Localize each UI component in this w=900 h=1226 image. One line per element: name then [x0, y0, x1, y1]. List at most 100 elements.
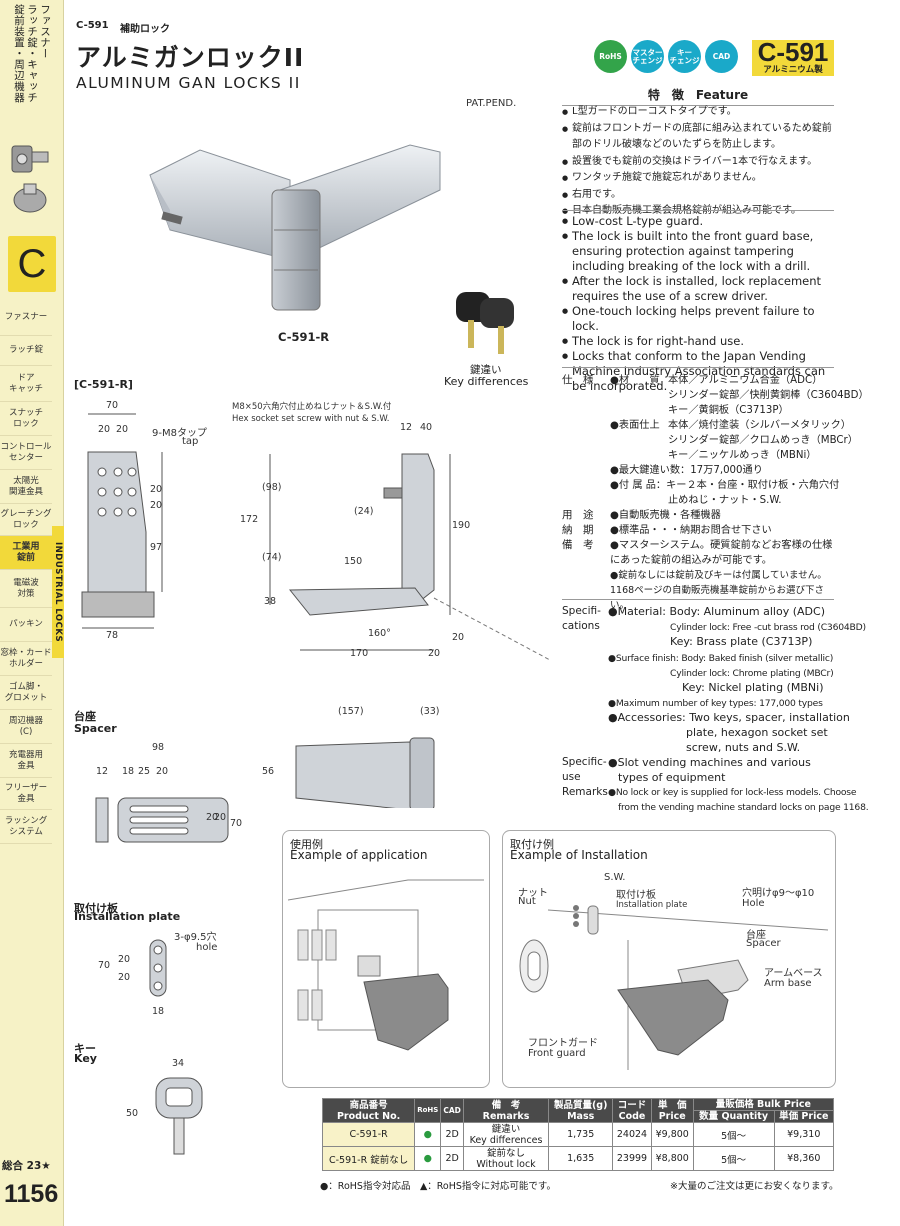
dim-key-34: 34: [172, 1058, 185, 1069]
plate-label-en: Installation plate: [74, 910, 181, 923]
tap-note-en: tap: [182, 436, 199, 447]
sidebar-item[interactable]: 電磁波 対策: [0, 570, 52, 608]
product-photo: [149, 144, 441, 311]
dim-key-50: 50: [126, 1108, 139, 1119]
sidebar-item[interactable]: コントロール センター: [0, 436, 52, 470]
cell-product: C-591-R 錠前なし: [321, 1146, 416, 1171]
spacer-label-en: Spacer: [74, 722, 117, 735]
cell-code: 24024: [612, 1122, 652, 1147]
dim-spacer-12: 12: [96, 766, 109, 777]
feature-item-jp: ワンタッチ施錠で施錠忘れがありません。: [562, 170, 837, 187]
plate-label-jp: 取付け板: [74, 902, 118, 915]
installation-illustration: [519, 905, 829, 1070]
spec-material-title: ●材 質: [610, 375, 660, 386]
key-change-icon: キー チェンジ: [668, 40, 701, 73]
feature-item-en: One-touch locking helps prevent failure …: [562, 304, 840, 334]
section-letter: C: [8, 236, 56, 292]
label-sw: S.W.: [604, 872, 626, 883]
sidebar-item[interactable]: スナッチ ロック: [0, 402, 52, 436]
dim-side-74: (74): [262, 552, 282, 563]
feature-item-jp: L型ガードのローコストタイプです。: [562, 104, 837, 121]
application-title-jp: 使用例: [290, 838, 323, 851]
sidebar-item[interactable]: 窓枠・カード ホルダー: [0, 642, 52, 676]
use-en: ●Slot vending machines and various: [608, 756, 811, 769]
spec-en-accessories: ●Accessories: Two keys, spacer, installa…: [608, 711, 850, 724]
cell-price: ¥9,800: [650, 1122, 694, 1147]
dim-side-40: 40: [420, 422, 433, 433]
cell-cad: 2D: [440, 1122, 464, 1147]
cell-bulk: ¥9,310: [773, 1122, 835, 1147]
spec-en-accessories-2: plate, hexagon socket set: [686, 726, 828, 739]
hex-note-jp: M8×50六角穴付止めねじナット＆S.W.付: [232, 402, 392, 412]
feature-item-en: After the lock is installed, lock replac…: [562, 274, 840, 304]
use-label-jp: 用 途: [562, 509, 594, 521]
sidebar-item[interactable]: ドア キャッチ: [0, 366, 52, 402]
key-drawing: [155, 1077, 203, 1155]
spec-divider-mid: [562, 599, 834, 600]
installation-title-jp: 取付け例: [510, 838, 554, 851]
spec-en-material-2: Cylinder lock: Free -cut brass rod (C360…: [670, 622, 866, 633]
spec-finish-title: ●表面仕上: [610, 420, 660, 431]
sidebar-item[interactable]: ファスナー: [0, 300, 52, 336]
application-box: [282, 830, 490, 1088]
feature-divider: [562, 210, 834, 211]
cell-product: C-591-R: [321, 1122, 416, 1147]
dim-spacer-20: 20: [156, 766, 169, 777]
th-mass: 製品質量(g)Mass: [548, 1098, 614, 1123]
dim-side-190: 190: [452, 520, 471, 531]
sidebar-item[interactable]: パッキン: [0, 608, 52, 642]
dim-front-78: 78: [106, 630, 119, 641]
page-title-en: ALUMINUM GAN LOCKS II: [76, 74, 301, 92]
feature-icons: RoHS マスター チェンジ キー チェンジ CAD: [594, 40, 738, 73]
table-footnote-left: ●：RoHS指令対応品 ▲：RoHS指令に対応可能です。: [320, 1181, 556, 1192]
sidebar-item[interactable]: グレーチング ロック: [0, 504, 52, 536]
key-label-en: Key: [74, 1052, 97, 1065]
sidebar-item[interactable]: ゴム脚・ グロメット: [0, 676, 52, 710]
key-label-jp: キー: [74, 1042, 96, 1055]
remarks-en-2: from the vending machine standard locks …: [618, 802, 869, 813]
application-illustration: [288, 879, 484, 1051]
category-line-1: ファスナー: [39, 4, 51, 59]
dim-spacer-33: (33): [420, 706, 440, 717]
label-frontguard-jp: フロントガード: [528, 1038, 598, 1049]
use-jp: ●自動販売機・各種機器: [610, 510, 721, 521]
rohs-icon: RoHS: [594, 40, 627, 73]
cell-cad: 2D: [440, 1146, 464, 1171]
pat-pend: PAT.PEND.: [466, 98, 517, 109]
dim-side-172: 172: [240, 514, 259, 525]
front-view-drawing: [81, 413, 163, 629]
industrial-locks-strip: INDUSTRIAL LOCKS: [52, 526, 64, 658]
main-drawing-label: [C-591-R]: [74, 378, 133, 391]
cell-price: ¥8,800: [650, 1146, 694, 1171]
plate-hole: 3-φ9.5穴: [174, 932, 217, 943]
dim-side-24: (24): [354, 506, 374, 517]
label-plate-en: Installation plate: [616, 900, 688, 910]
sidebar-item[interactable]: ラッシング システム: [0, 810, 52, 844]
dim-side-20b: 20: [452, 632, 465, 643]
feature-item-jp: 設置後でも錠前の交換はドライバー1本で行なえます。: [562, 154, 837, 171]
dim-side-150: 150: [344, 556, 363, 567]
sidebar-item[interactable]: 工業用 錠前: [0, 536, 52, 570]
spec-label-en: Specifi- cations: [562, 605, 601, 632]
spec-en-finish: ●Surface finish: Body: Baked finish (sil…: [608, 653, 834, 664]
page-index: 総合 23★: [2, 1160, 51, 1172]
sidebar-item[interactable]: 周辺機器 (C): [0, 710, 52, 744]
sidebar-item[interactable]: フリーザー 金具: [0, 778, 52, 810]
sidebar-item[interactable]: 充電器用 金具: [0, 744, 52, 778]
label-armbase-en: Arm base: [764, 978, 812, 989]
sidebar-item[interactable]: 太陽光 関連金具: [0, 470, 52, 504]
delivery-label: 納 期: [562, 524, 594, 536]
remarks-jp-1: ●マスターシステム。硬質錠前などお客様の仕様にあった錠前の組込みが可能です。: [610, 540, 833, 566]
spec-finish-2: シリンダー錠部／クロムめっき（MBCr）: [668, 435, 858, 446]
dim-front-70: 70: [106, 400, 119, 411]
installation-box: [502, 830, 836, 1088]
dim-spacer-20b: 20: [206, 812, 219, 823]
sidebar-item[interactable]: ラッチ錠: [0, 336, 52, 366]
remarks-en: ●No lock or key is supplied for lock-les…: [608, 787, 857, 798]
spec-max-keys: ●最大鍵違い数：17万7,000通り: [610, 465, 763, 476]
